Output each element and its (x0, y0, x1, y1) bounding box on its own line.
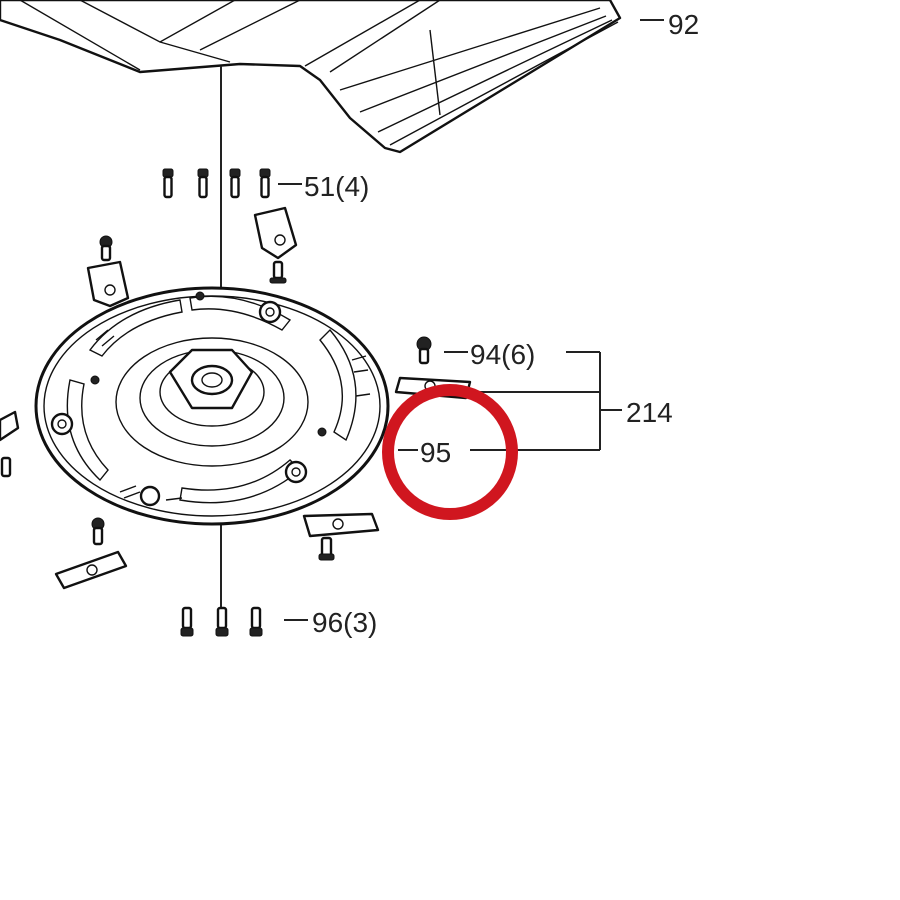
callout-94: 94(6) (470, 339, 535, 370)
blade-bottom-left (54, 517, 128, 590)
blade-top-left (86, 235, 130, 308)
callout-214: 214 (626, 397, 673, 428)
blade-top-right (253, 206, 298, 284)
guard-plate-92 (0, 0, 622, 154)
blade-left (0, 410, 20, 478)
blade-disc-95 (34, 286, 390, 526)
callout-51: 51(4) (304, 171, 369, 202)
callout-95: 95 (420, 437, 451, 468)
screws-96 (180, 606, 263, 637)
blade-bottom-right (302, 512, 380, 561)
callout-96: 96(3) (312, 607, 377, 638)
screws-51 (162, 168, 271, 199)
highlight-circle (382, 384, 518, 520)
callout-92: 92 (668, 9, 699, 40)
